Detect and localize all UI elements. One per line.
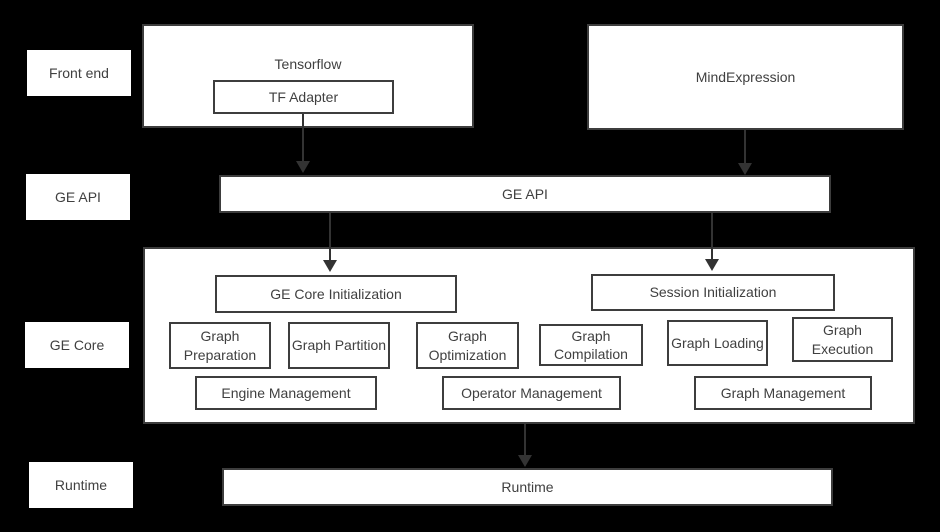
ge-api-bar: GE API — [219, 175, 831, 213]
ge-core-initialization-box: GE Core Initialization — [215, 275, 457, 313]
graph-compilation-box: Graph Compilation — [539, 324, 643, 366]
engine-management-label: Engine Management — [221, 384, 351, 401]
side-label-front-end: Front end — [27, 50, 131, 96]
arrow-head-icon — [323, 260, 337, 272]
graph-preparation-label: Graph Preparation — [183, 328, 257, 363]
side-label-ge-api: GE API — [26, 174, 130, 220]
tf-adapter-box: TF Adapter — [213, 80, 394, 114]
tensorflow-title: Tensorflow — [274, 56, 342, 72]
runtime-bar: Runtime — [222, 468, 833, 506]
tf-adapter-label: TF Adapter — [268, 88, 339, 105]
runtime-bar-label: Runtime — [501, 478, 554, 495]
arrow-ge-core-to-runtime-icon — [518, 424, 532, 467]
tensorflow-box: Tensorflow TF Adapter — [142, 24, 474, 128]
arrow-ge-api-to-core-init-icon — [323, 213, 337, 272]
ge-api-bar-label: GE API — [502, 185, 548, 202]
arrow-head-icon — [518, 455, 532, 467]
arrow-head-icon — [705, 259, 719, 271]
session-initialization-label: Session Initialization — [649, 284, 777, 301]
session-initialization-box: Session Initialization — [591, 274, 835, 311]
engine-management-box: Engine Management — [195, 376, 377, 410]
graph-loading-box: Graph Loading — [667, 320, 768, 366]
graph-optimization-label: Graph Optimization — [428, 328, 507, 363]
graph-preparation-box: Graph Preparation — [169, 322, 271, 369]
mindexpression-label: MindExpression — [695, 68, 796, 85]
graph-partition-label: Graph Partition — [291, 337, 387, 354]
arrow-head-icon — [296, 161, 310, 173]
graph-compilation-label: Graph Compilation — [554, 327, 628, 362]
operator-management-label: Operator Management — [461, 384, 602, 401]
arrow-ge-api-to-session-init-icon — [705, 213, 719, 271]
arrow-mindexpression-to-ge-api-icon — [738, 130, 752, 175]
graph-loading-label: Graph Loading — [671, 334, 764, 351]
side-label-ge-core-text: GE Core — [49, 337, 105, 353]
graph-optimization-box: Graph Optimization — [416, 322, 519, 369]
graph-management-box: Graph Management — [694, 376, 872, 410]
arrow-shaft — [524, 424, 526, 456]
arrow-shaft — [329, 213, 331, 261]
graph-execution-box: Graph Execution — [792, 317, 893, 362]
ge-core-initialization-label: GE Core Initialization — [270, 285, 402, 302]
side-label-runtime-text: Runtime — [54, 477, 108, 493]
arrow-head-icon — [738, 163, 752, 175]
side-label-ge-api-text: GE API — [55, 189, 101, 205]
ge-core-box: GE Core Initialization Session Initializ… — [143, 247, 915, 424]
graph-partition-box: Graph Partition — [288, 322, 390, 369]
arrow-shaft — [302, 114, 304, 162]
side-label-front-end-text: Front end — [49, 65, 109, 81]
graph-management-label: Graph Management — [720, 384, 846, 401]
graph-execution-label: Graph Execution — [811, 322, 874, 357]
operator-management-box: Operator Management — [442, 376, 621, 410]
arrow-tf-adapter-to-ge-api-icon — [296, 114, 310, 173]
side-label-runtime: Runtime — [29, 462, 133, 508]
side-label-ge-core: GE Core — [25, 322, 129, 368]
arrow-shaft — [744, 130, 746, 164]
arrow-shaft — [711, 213, 713, 260]
mindexpression-box: MindExpression — [587, 24, 904, 130]
